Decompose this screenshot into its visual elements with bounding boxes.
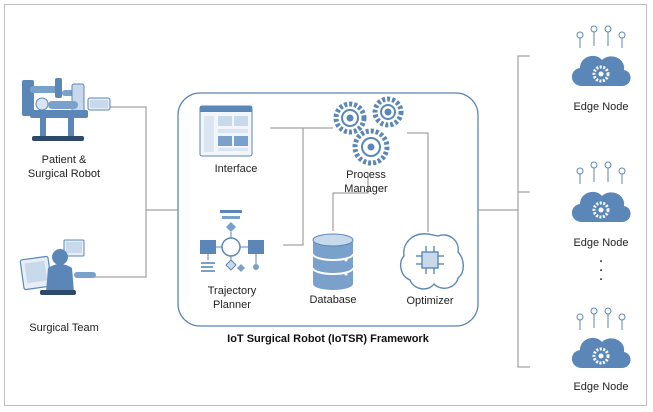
database-icon [312, 233, 354, 290]
edge-node-label: Edge Node [573, 237, 629, 249]
gears-icon [333, 96, 404, 166]
patient-robot-label-line1: Patient & [41, 154, 87, 166]
flowchart-icon [200, 210, 264, 272]
edge-node-label: Edge Node [573, 101, 629, 113]
brain-chip-icon [399, 233, 464, 290]
interface-label: Interface [214, 163, 258, 175]
patient-robot-label-line2: Surgical Robot [27, 168, 101, 180]
edge-node-icon [571, 161, 631, 222]
surgical-team-icon [19, 239, 96, 295]
edge-node-icon [571, 25, 631, 86]
trajectory-planner-label: Trajectory Planner [192, 284, 272, 312]
diagram-frame [4, 4, 647, 406]
database-label: Database [309, 294, 357, 306]
ellipsis-vertical: . . . [599, 253, 603, 283]
edge-node-icon [571, 307, 631, 368]
trajectory-planner-label-line1: Trajectory [207, 285, 257, 297]
framework-title: IoT Surgical Robot (IoTSR) Framework [227, 333, 429, 345]
connector-lines [88, 55, 530, 368]
optimizer-label: Optimizer [406, 295, 454, 307]
process-manager-label-line1: Process [346, 169, 386, 181]
edge-node-label: Edge Node [573, 381, 629, 393]
process-manager-label: Process Manager [326, 168, 406, 196]
surgical-team-label: Surgical Team [29, 322, 99, 334]
patient-robot-label: Patient & Surgical Robot [14, 153, 114, 181]
interface-icon [199, 105, 253, 157]
process-manager-label-line2: Manager [344, 183, 388, 195]
trajectory-planner-label-line2: Planner [213, 299, 251, 311]
patient-robot-icon [22, 78, 111, 141]
